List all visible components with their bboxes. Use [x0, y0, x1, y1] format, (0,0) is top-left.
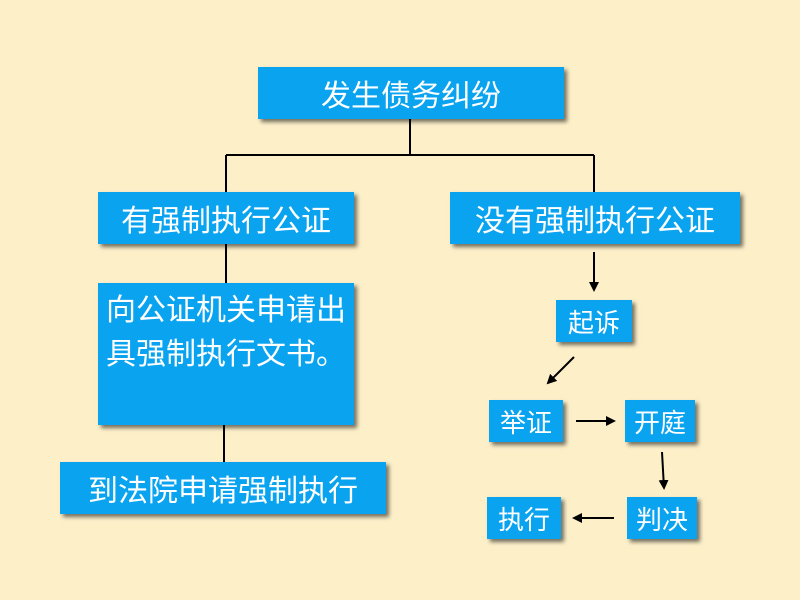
node-with-notarization-label: 有强制执行公证 — [121, 204, 331, 239]
node-apply-court-enforcement: 到法院申请强制执行 — [60, 462, 386, 514]
node-sue-label: 起诉 — [567, 308, 620, 339]
node-apply-notary-document-label: 向公证机关申请出具强制执行文书。 — [106, 293, 346, 372]
arrow-kaiting-to-panjue — [658, 451, 669, 490]
node-with-notarization: 有强制执行公证 — [98, 192, 354, 244]
node-execution: 执行 — [487, 497, 561, 539]
node-judgment: 判决 — [627, 497, 697, 539]
node-apply-court-enforcement-label: 到法院申请强制执行 — [88, 474, 358, 509]
node-trial-label: 开庭 — [633, 408, 686, 439]
node-evidence-label: 举证 — [499, 408, 552, 439]
arrow-qisu-to-juzheng — [546, 356, 575, 385]
node-without-notarization: 没有强制执行公证 — [450, 192, 740, 244]
node-debt-dispute: 发生债务纠纷 — [258, 67, 564, 119]
node-evidence: 举证 — [489, 400, 563, 442]
node-debt-dispute-label: 发生债务纠纷 — [321, 79, 501, 114]
node-without-notarization-label: 没有强制执行公证 — [475, 204, 715, 239]
node-trial: 开庭 — [625, 400, 695, 442]
node-apply-notary-document: 向公证机关申请出具强制执行文书。 — [98, 283, 354, 425]
node-judgment-label: 判决 — [635, 505, 688, 536]
node-sue: 起诉 — [556, 300, 632, 342]
node-execution-label: 执行 — [497, 505, 550, 536]
